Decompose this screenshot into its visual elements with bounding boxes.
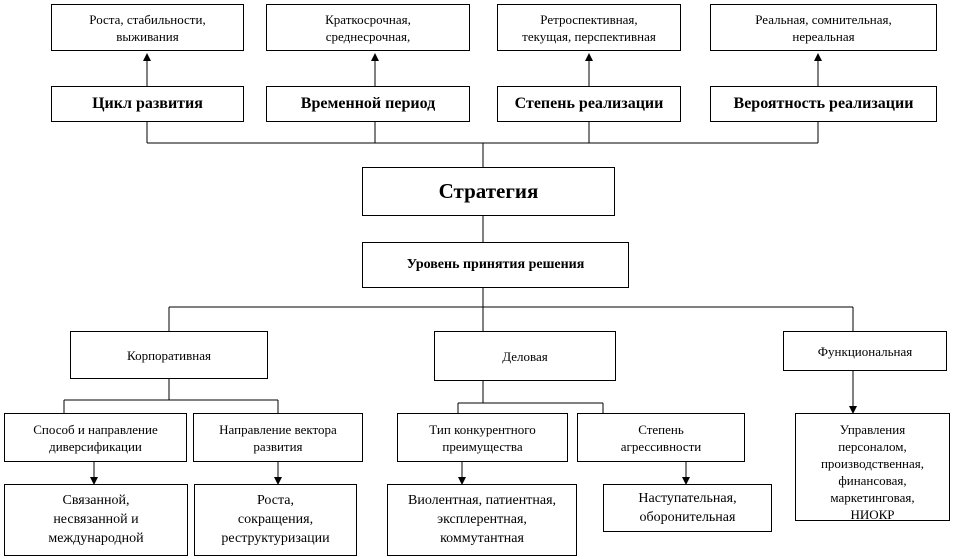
realization-degree-value-box: Ретроспективная, текущая, перспективная [497, 4, 681, 51]
period-value-box: Краткосрочная, среднесрочная, [266, 4, 470, 51]
criterion-cycle: Цикл развития [51, 86, 244, 122]
functional-value-box: Управления персоналом, производственная,… [795, 413, 950, 521]
decision-level-box: Уровень принятия решения [362, 242, 629, 288]
criterion-period: Временной период [266, 86, 470, 122]
criterion-realization-degree: Степень реализации [497, 86, 681, 122]
criterion-probability: Вероятность реализации [710, 86, 937, 122]
diversification-box: Способ и направление диверсификации [4, 413, 187, 462]
level-functional: Функциональная [783, 331, 947, 371]
competitive-advantage-box: Тип конкурентного преимущества [397, 413, 568, 462]
cycle-value-box: Роста, стабильности, выживания [51, 4, 244, 51]
aggressiveness-box: Степень агрессивности [577, 413, 745, 462]
level-business: Деловая [434, 331, 616, 381]
level-corporate: Корпоративная [70, 331, 268, 379]
aggressiveness-value-box: Наступательная, оборонительная [603, 484, 772, 532]
strategy-title: Стратегия [362, 167, 615, 216]
diversification-value-box: Связанной, несвязанной и международной [4, 484, 188, 556]
development-vector-box: Направление вектора развития [193, 413, 363, 462]
probability-value-box: Реальная, сомнительная, нереальная [710, 4, 937, 51]
competitive-advantage-value-box: Виолентная, патиентная, эксплерентная, к… [387, 484, 577, 556]
development-vector-value-box: Роста, сокращения, реструктуризации [194, 484, 357, 556]
